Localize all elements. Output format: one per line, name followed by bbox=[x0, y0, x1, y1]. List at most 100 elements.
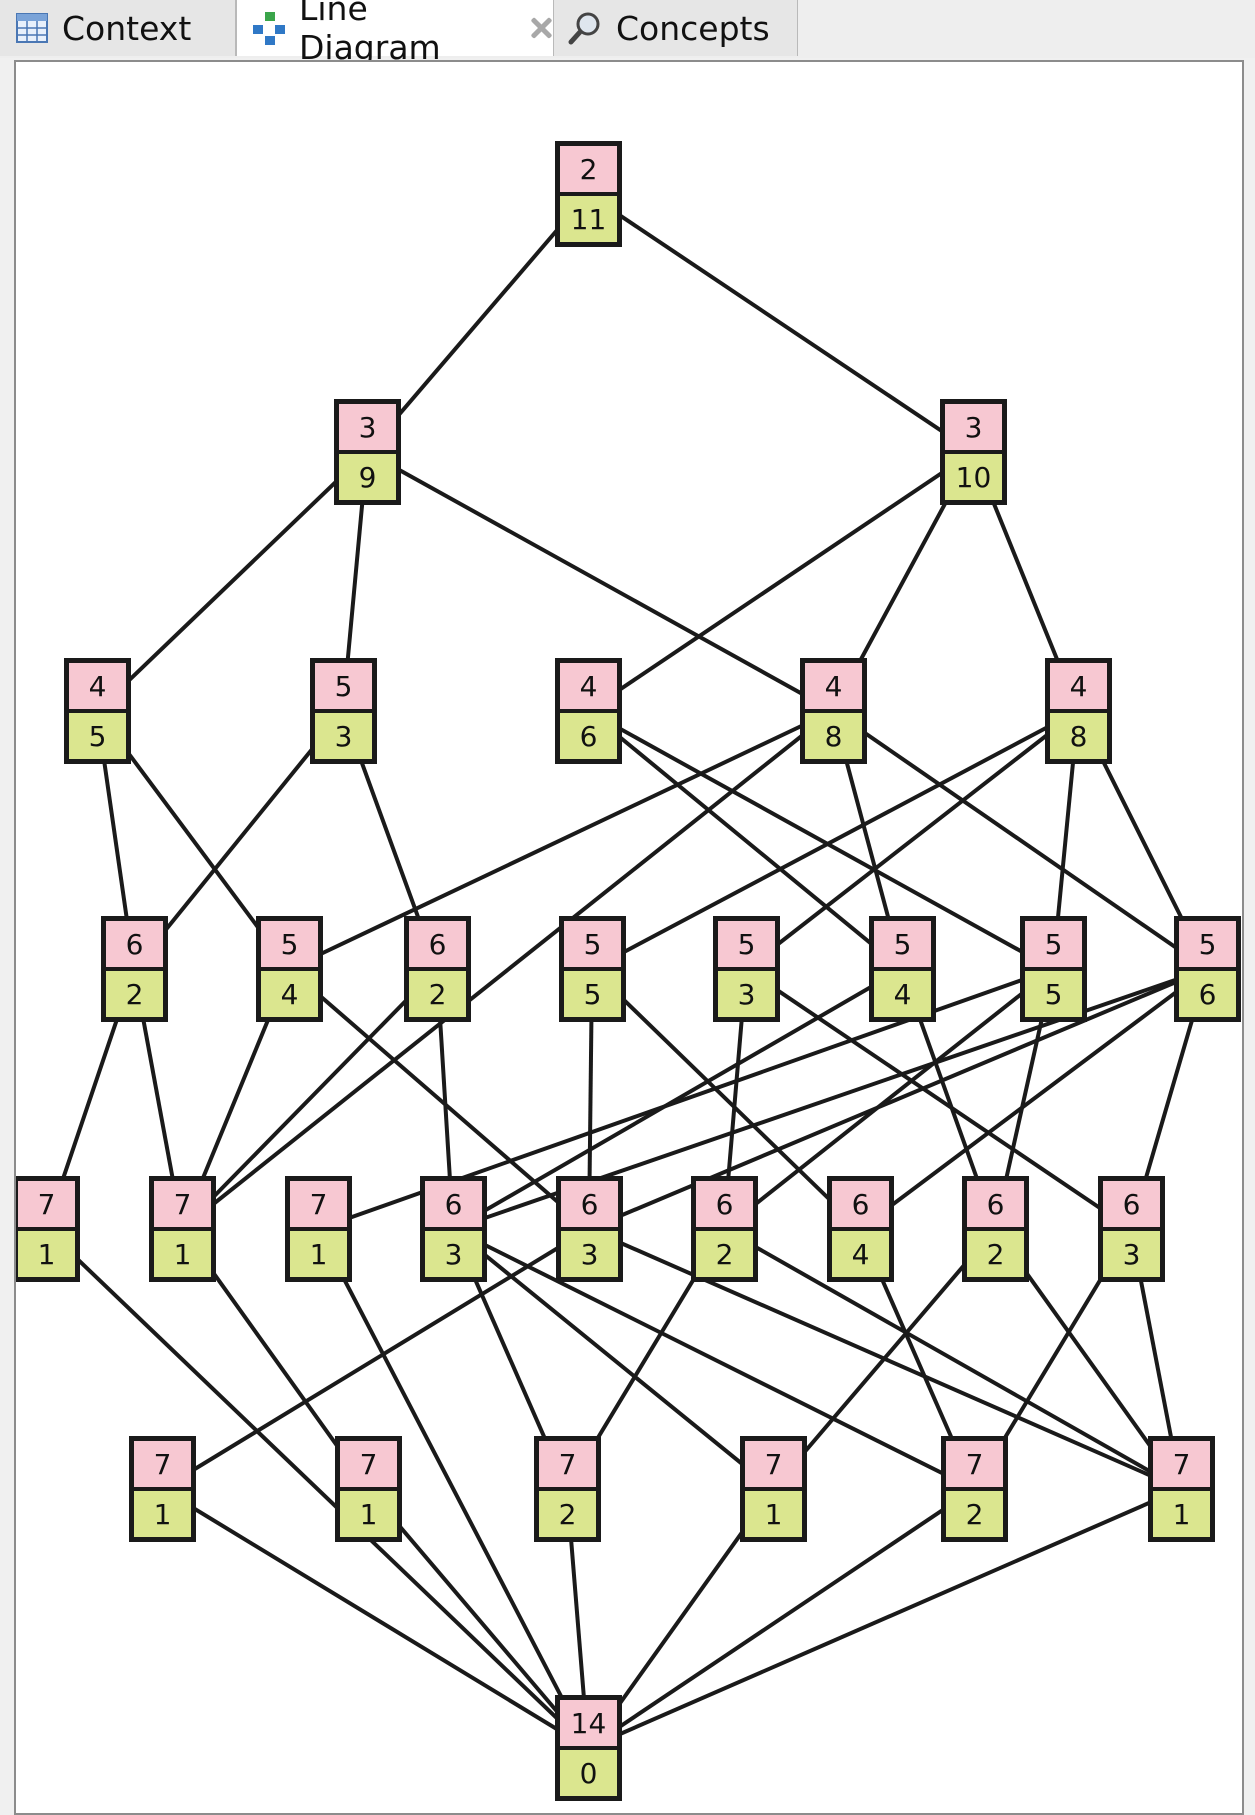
concept-extent-count: 6 bbox=[425, 1181, 482, 1227]
concept-intent-count: 4 bbox=[832, 1231, 889, 1277]
concept-extent-count: 7 bbox=[340, 1441, 397, 1487]
concept-extent-count: 7 bbox=[1153, 1441, 1210, 1487]
concept-extent-count: 2 bbox=[560, 146, 617, 192]
concept-intent-count: 1 bbox=[18, 1231, 75, 1277]
concept-extent-count: 6 bbox=[1103, 1181, 1160, 1227]
tab-context[interactable]: Context bbox=[0, 0, 236, 56]
concept-extent-count: 7 bbox=[290, 1181, 347, 1227]
lattice-edge-n6-n15 bbox=[831, 709, 1209, 971]
lattice-edge-n19-n28 bbox=[451, 1227, 775, 1491]
lattice-edge-n5-n14 bbox=[587, 709, 1054, 971]
lattice-edge-n25-n31 bbox=[160, 1487, 590, 1750]
concept-intent-count: 5 bbox=[564, 971, 621, 1017]
lattice-edge-n20-n25 bbox=[160, 1227, 591, 1491]
concept-intent-count: 5 bbox=[1025, 971, 1082, 1017]
tab-concepts-label: Concepts bbox=[616, 8, 770, 48]
lattice-edge-n12-n24 bbox=[744, 967, 1133, 1231]
lattice-edge-n6-n17 bbox=[180, 709, 835, 1231]
lattice-edge-n7-n12 bbox=[744, 709, 1080, 971]
lattice-edge-n10-n17 bbox=[180, 967, 439, 1231]
concept-extent-count: 5 bbox=[315, 663, 372, 709]
lattice-edge-n23-n28 bbox=[771, 1227, 997, 1491]
concept-intent-count: 2 bbox=[539, 1491, 596, 1537]
concept-intent-count: 6 bbox=[1179, 971, 1236, 1017]
lattice-edge-n11-n22 bbox=[590, 967, 862, 1231]
concept-extent-count: 7 bbox=[539, 1441, 596, 1487]
line-diagram-icon bbox=[251, 10, 287, 46]
table-icon bbox=[14, 10, 50, 46]
concept-extent-count: 6 bbox=[696, 1181, 753, 1227]
lattice-edge-n6-n9 bbox=[288, 709, 834, 971]
tab-bar: Context Line Diagram Concepts bbox=[0, 0, 1255, 67]
lattice-edge-n9-n20 bbox=[287, 967, 591, 1231]
lattice-edge-n19-n29 bbox=[452, 1227, 975, 1491]
concept-intent-count: 1 bbox=[1153, 1491, 1210, 1537]
lattice-edge-n0-n1 bbox=[365, 192, 590, 454]
lattice-edge-n2-n5 bbox=[586, 450, 975, 713]
lattice-edge-n1-n3 bbox=[95, 450, 369, 713]
lattice-edge-n0-n2 bbox=[586, 192, 975, 454]
concept-intent-count: 3 bbox=[425, 1231, 482, 1277]
concept-extent-count: 6 bbox=[106, 921, 163, 967]
concept-extent-count: 4 bbox=[1050, 663, 1107, 709]
lattice-edge-n21-n30 bbox=[723, 1227, 1182, 1491]
tab-concepts[interactable]: Concepts bbox=[554, 0, 798, 56]
concept-extent-count: 4 bbox=[560, 663, 617, 709]
concept-intent-count: 8 bbox=[805, 713, 862, 759]
concept-intent-count: 0 bbox=[560, 1750, 617, 1796]
concept-extent-count: 4 bbox=[805, 663, 862, 709]
concept-intent-count: 3 bbox=[718, 971, 775, 1017]
lattice-edge-n29-n31 bbox=[586, 1487, 976, 1750]
concept-intent-count: 6 bbox=[560, 713, 617, 759]
concept-intent-count: 4 bbox=[874, 971, 931, 1017]
lattice-edge-n1-n6 bbox=[366, 450, 834, 713]
lattice-edge-n15-n22 bbox=[858, 967, 1209, 1231]
concept-extent-count: 6 bbox=[832, 1181, 889, 1227]
tab-context-label: Context bbox=[62, 8, 192, 48]
concept-extent-count: 6 bbox=[561, 1181, 618, 1227]
concept-extent-count: 3 bbox=[945, 404, 1002, 450]
concept-intent-count: 1 bbox=[134, 1491, 191, 1537]
concept-extent-count: 3 bbox=[339, 404, 396, 450]
concept-intent-count: 2 bbox=[967, 1231, 1024, 1277]
concept-extent-count: 6 bbox=[967, 1181, 1024, 1227]
concept-extent-count: 7 bbox=[946, 1441, 1003, 1487]
concept-intent-count: 11 bbox=[560, 196, 617, 242]
concept-intent-count: 2 bbox=[409, 971, 466, 1017]
lattice-edge-n14-n21 bbox=[722, 967, 1055, 1231]
lattice-edge-n18-n31 bbox=[316, 1228, 590, 1749]
concept-intent-count: 3 bbox=[315, 713, 372, 759]
